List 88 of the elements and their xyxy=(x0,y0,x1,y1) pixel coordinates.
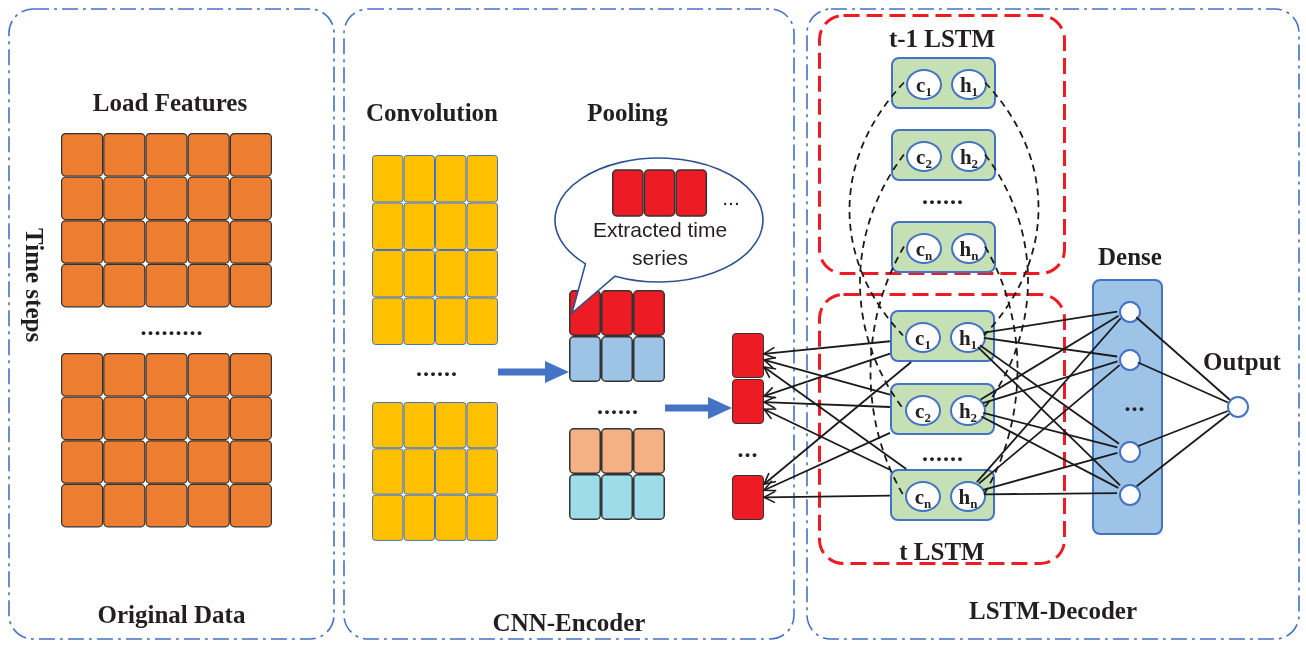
connection-line xyxy=(763,366,908,470)
state-label: c$_{2}$ xyxy=(914,398,932,424)
dashed-connection-line xyxy=(983,245,1019,496)
state-label: h$_{2}$ xyxy=(958,144,980,170)
connection-line xyxy=(975,317,1122,484)
bubble-text: Extracted time series xyxy=(591,217,729,271)
neuron-circle xyxy=(1119,441,1141,463)
panel xyxy=(806,8,1300,640)
panel-title: Original Data xyxy=(96,600,247,630)
state-ellipse xyxy=(906,69,942,100)
state-ellipse xyxy=(950,481,986,512)
connection-line xyxy=(763,340,891,360)
connection-line xyxy=(763,361,913,486)
lstm-group-frame xyxy=(818,14,1066,275)
ellipsis: ......... xyxy=(139,314,205,340)
state-label: c$_{n}$ xyxy=(914,236,934,262)
state-label: h$_{n}$ xyxy=(957,484,979,510)
panel xyxy=(8,8,335,640)
dashed-connection-line xyxy=(983,81,1040,337)
state-label: h$_{1}$ xyxy=(958,72,980,98)
lstm-cell xyxy=(891,221,996,273)
connection-line xyxy=(979,314,1120,401)
connection-line xyxy=(983,492,1118,496)
state-ellipse xyxy=(951,69,987,100)
layer-heading: Output xyxy=(1202,347,1282,377)
neuron-circle xyxy=(1119,349,1141,371)
input-vector-cell xyxy=(732,475,764,520)
ellipsis: ...... xyxy=(921,183,965,209)
heading: Load Features xyxy=(91,88,249,118)
connection-line xyxy=(979,344,1120,445)
group-title: t LSTM xyxy=(898,537,986,567)
lstm-cell xyxy=(891,129,996,181)
panel-title: CNN-Encoder xyxy=(491,608,647,638)
heading: Pooling xyxy=(586,98,669,128)
ellipsis: ...... xyxy=(921,440,965,466)
connection-line xyxy=(1135,316,1231,401)
connection-line xyxy=(763,408,891,471)
connection-line xyxy=(1135,412,1231,488)
state-ellipse xyxy=(905,481,941,512)
dashed-connection-line xyxy=(859,153,905,410)
connection-line xyxy=(982,337,1118,358)
layer-heading: Convolution xyxy=(365,98,499,128)
state-label: h$_{1}$ xyxy=(957,325,979,351)
lstm-cell xyxy=(891,57,996,109)
connection-line xyxy=(763,490,891,504)
layer-heading: Dense xyxy=(1097,242,1163,272)
lstm-group-frame xyxy=(818,293,1066,565)
neuron-circle xyxy=(1119,484,1141,506)
state-ellipse xyxy=(905,395,941,426)
state-label: c$_{1}$ xyxy=(915,72,933,98)
state-ellipse xyxy=(906,233,942,264)
neuron-circle xyxy=(1119,301,1141,323)
connection-line xyxy=(1137,361,1229,404)
state-ellipse xyxy=(905,322,941,353)
input-vector-cell xyxy=(732,333,764,378)
ellipsis: ...... xyxy=(415,355,459,381)
panel xyxy=(343,8,795,640)
axis-label: Time steps xyxy=(20,226,49,345)
state-ellipse xyxy=(951,141,987,172)
ellipsis: ...... xyxy=(596,393,640,419)
input-vector-cell xyxy=(732,379,764,424)
connection-line xyxy=(1137,410,1229,447)
state-ellipse xyxy=(950,322,986,353)
state-ellipse xyxy=(906,141,942,172)
state-label: c$_{n}$ xyxy=(913,484,933,510)
connection-line xyxy=(982,310,1119,334)
connection-line xyxy=(982,452,1119,491)
state-ellipse xyxy=(950,395,986,426)
lstm-cell xyxy=(890,383,995,435)
lstm-cell xyxy=(890,310,995,362)
connection-line xyxy=(763,432,891,492)
connection-line xyxy=(982,412,1119,449)
state-ellipse xyxy=(951,233,987,264)
connection-line xyxy=(763,396,891,409)
connection-line xyxy=(980,415,1120,489)
state-label: h$_{n}$ xyxy=(958,236,980,262)
lstm-cell xyxy=(890,469,995,521)
ellipsis: ... xyxy=(1123,390,1147,416)
state-label: h$_{2}$ xyxy=(957,398,979,424)
dashed-connection-line xyxy=(869,245,905,496)
connection-line xyxy=(982,360,1119,405)
panel-title: LSTM-Decoder xyxy=(968,596,1138,626)
group-title: t-1 LSTM xyxy=(887,24,997,54)
ellipsis: ... xyxy=(736,436,760,462)
state-label: c$_{1}$ xyxy=(914,325,932,351)
dashed-connection-line xyxy=(848,81,905,337)
state-label: c$_{2}$ xyxy=(915,144,933,170)
ellipsis: ... xyxy=(721,185,741,211)
